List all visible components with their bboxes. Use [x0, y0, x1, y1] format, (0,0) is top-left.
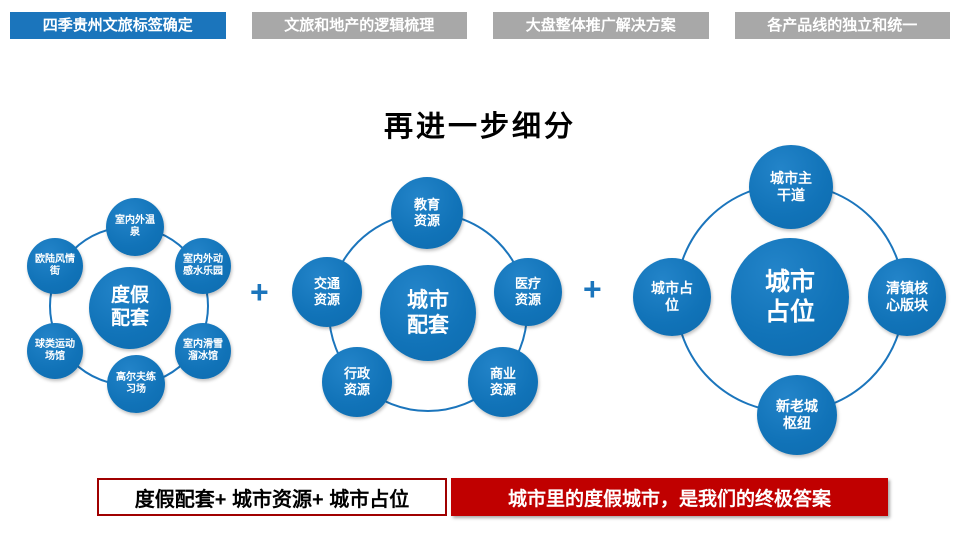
nav-tabbar: 四季贵州文旅标签确定 文旅和地产的逻辑梳理 大盘整体推广解决方案 各产品线的独立… [10, 12, 950, 39]
cluster-left-satellite-hot-spring: 室内外温 泉 [106, 198, 164, 256]
cluster-left-satellite-ball-sports: 球类运动 场馆 [27, 323, 83, 379]
cluster-middle-center-circle: 城市 配套 [380, 265, 476, 361]
tab-promotion-plan[interactable]: 大盘整体推广解决方案 [493, 12, 709, 39]
conclusion-box: 城市里的度假城市，是我们的终极答案 [451, 478, 888, 516]
cluster-left-satellite-ski-rink: 室内滑雪 溜冰馆 [175, 323, 231, 379]
cluster-right-satellite-new-old-hub: 新老城 枢纽 [757, 375, 837, 455]
cluster-middle-satellite-admin: 行政 资源 [322, 347, 392, 417]
cluster-right-satellite-qingzhen-core: 清镇核 心版块 [868, 258, 946, 336]
formula-box: 度假配套+ 城市资源+ 城市占位 [97, 478, 447, 516]
plus-sign-1: + [250, 274, 269, 310]
cluster-middle-satellite-transport: 交通 资源 [292, 257, 362, 327]
cluster-middle-satellite-commerce: 商业 资源 [468, 347, 538, 417]
cluster-left-satellite-euro-street: 欧陆风情 街 [27, 238, 83, 294]
plus-sign-2: + [583, 271, 602, 307]
cluster-left-center-circle: 度假 配套 [89, 267, 171, 349]
tab-product-lines[interactable]: 各产品线的独立和统一 [734, 12, 950, 39]
cluster-right-satellite-city-position: 城市占 位 [633, 258, 711, 336]
tab-logic[interactable]: 文旅和地产的逻辑梳理 [251, 12, 467, 39]
page-title: 再进一步细分 [383, 111, 576, 143]
cluster-right-center-circle: 城市 占位 [731, 238, 849, 356]
cluster-left-satellite-water-park: 室内外动 感水乐园 [175, 238, 231, 294]
cluster-right-satellite-main-road: 城市主 干道 [749, 145, 833, 229]
cluster-middle-satellite-education: 教育 资源 [391, 177, 463, 249]
cluster-left-satellite-golf: 高尔夫练 习场 [107, 355, 165, 413]
cluster-middle-satellite-medical: 医疗 资源 [494, 258, 562, 326]
tab-label-confirm[interactable]: 四季贵州文旅标签确定 [10, 12, 226, 39]
